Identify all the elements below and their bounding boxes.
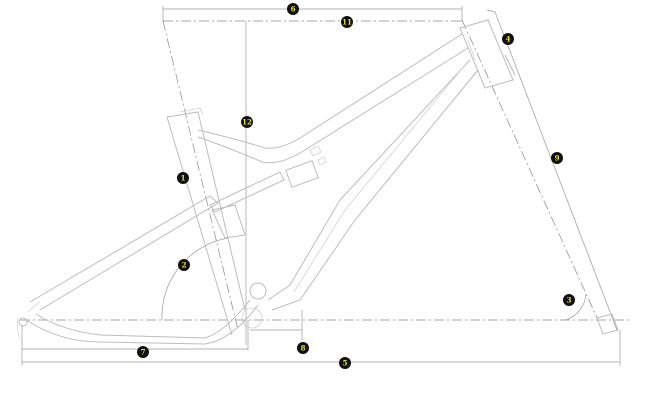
top-tube-lower <box>197 47 469 164</box>
badge-6: 6 <box>287 3 299 15</box>
badge-8: 8 <box>297 342 309 354</box>
badge-7: 7 <box>137 346 149 358</box>
bottom-bracket <box>249 282 267 300</box>
main-pivot <box>241 307 263 329</box>
badge-label: 7 <box>141 348 146 357</box>
seat-collar <box>179 107 204 116</box>
badge-label: 5 <box>343 359 348 368</box>
angle-3-arc <box>565 293 587 321</box>
dim-9-line <box>494 11 618 331</box>
seat-stay <box>29 195 219 311</box>
dropout-outline <box>16 301 41 339</box>
steering-axis <box>461 19 599 321</box>
shock-shaft <box>209 171 285 213</box>
seat-tube-front <box>166 111 246 311</box>
dim-9-tick <box>486 9 496 13</box>
badge-9: 9 <box>551 152 563 164</box>
badges: 6 11 4 12 9 1 2 3 7 8 5 <box>137 3 575 369</box>
badge-label: 2 <box>182 261 187 270</box>
badge-label: 1 <box>181 174 186 183</box>
top-tube-upper <box>197 33 463 149</box>
badge-label: 4 <box>506 35 511 44</box>
seat-tube-axis <box>162 20 239 331</box>
head-tube <box>459 19 514 89</box>
frame-outline <box>16 19 619 345</box>
seat-tube-rear <box>166 116 233 336</box>
badge-11: 11 <box>341 16 353 28</box>
badge-label: 11 <box>342 18 352 27</box>
rocker-link <box>211 204 246 239</box>
down-tube-detail <box>293 64 466 293</box>
badge-4: 4 <box>502 33 514 45</box>
badge-12: 12 <box>241 116 253 128</box>
shock-valve <box>309 145 327 166</box>
angle-2-arc <box>161 237 229 321</box>
down-tube-lower <box>271 69 479 311</box>
badge-2: 2 <box>178 259 190 271</box>
down-tube-upper <box>267 59 471 301</box>
fork-tip <box>596 313 619 335</box>
badge-5: 5 <box>339 357 351 369</box>
badge-label: 6 <box>291 5 296 14</box>
head-tube-detail <box>467 39 476 61</box>
badge-label: 12 <box>242 118 252 127</box>
badge-1: 1 <box>177 172 189 184</box>
chain-stay-lower <box>25 304 259 345</box>
badge-label: 9 <box>555 154 560 163</box>
badge-3: 3 <box>563 294 575 306</box>
dim-4-line <box>504 54 516 76</box>
badge-label: 3 <box>567 296 572 305</box>
dimension-lines <box>20 6 632 366</box>
shock-body <box>285 160 319 188</box>
badge-label: 8 <box>301 344 306 353</box>
chain-stay-upper <box>35 299 251 339</box>
rear-dropout <box>18 317 28 327</box>
